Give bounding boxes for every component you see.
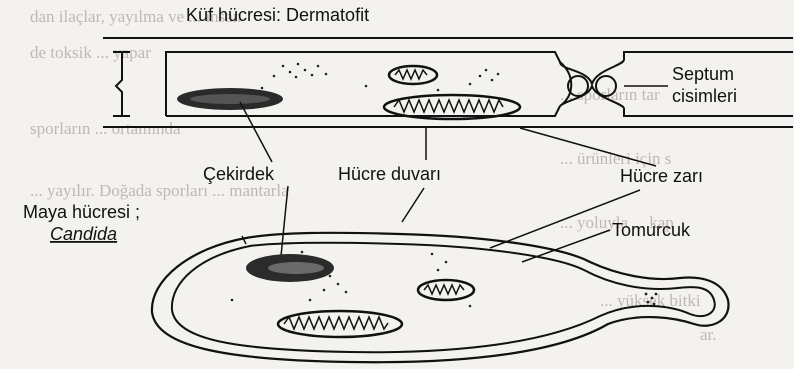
mitochondrion-cristae <box>424 285 464 294</box>
yeast-nucleus-texture <box>268 262 324 274</box>
cell-wall-label: Hücre duvarı <box>338 164 441 184</box>
bg-line: de toksik ... yapar <box>30 43 151 62</box>
cell-wall-leader-yeast <box>402 188 424 222</box>
mitochondrion-cristae <box>395 70 427 79</box>
septum-label-line2: cisimleri <box>672 86 737 106</box>
septum-label-line1: Septum <box>672 64 734 84</box>
bud-label: Tomurcuk <box>612 220 691 240</box>
bg-line: sporların ... ortamında <box>30 119 181 138</box>
mold-nucleus-texture <box>190 94 270 104</box>
yeast-label-line1: Maya hücresi ; <box>23 202 140 222</box>
nucleus-leader-mold <box>240 102 272 162</box>
mitochondrion-cristae <box>394 100 503 112</box>
nucleus-label: Çekirdek <box>203 164 275 184</box>
mitochondrion-cristae <box>284 317 388 329</box>
bg-line: ar. <box>700 325 717 344</box>
yeast-label-line2: Candida <box>50 224 117 244</box>
figure-title: Küf hücresi: Dermatofit <box>186 5 369 25</box>
cell-membrane-label: Hücre zarı <box>620 166 703 186</box>
bg-line: ... yüksek bitki <box>600 291 701 310</box>
hypha-next-segment <box>624 52 793 116</box>
mold-granules <box>261 63 500 92</box>
